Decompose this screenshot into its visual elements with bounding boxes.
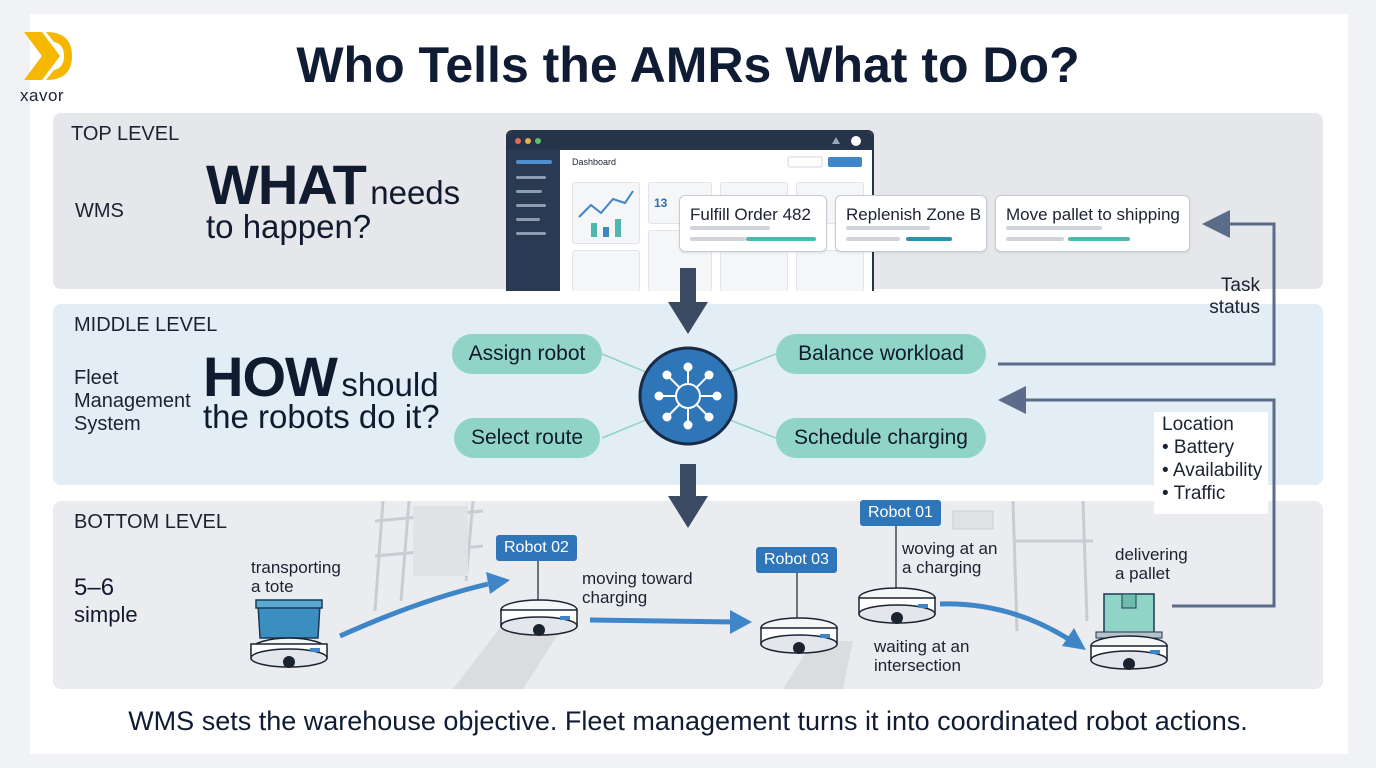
pallet-caption-line-1: delivering [1115, 545, 1188, 564]
task-status-label: Task status [1190, 275, 1260, 319]
select-route-pill: Select route [454, 418, 600, 458]
assign-robot-pill: Assign robot [452, 334, 602, 374]
robot-info-box [1154, 412, 1268, 514]
bottom-count-line-1: 5–6 [74, 574, 115, 601]
task-line [690, 226, 770, 230]
bottom-count: 5–6 simple [74, 574, 138, 628]
dashboard-chart-tile [572, 182, 640, 244]
how-rest-2: the robots do it? [203, 398, 440, 435]
task-card[interactable]: Replenish Zone B [835, 195, 987, 252]
task-progress [1068, 237, 1130, 241]
network-hub-icon [638, 346, 738, 446]
dashboard-tile [796, 250, 864, 291]
task-card[interactable]: Fulfill Order 482 [679, 195, 827, 252]
how-rest-1: should [341, 366, 439, 403]
brand-name: xavor [20, 86, 65, 105]
robot-03-caption: waiting at an intersection [874, 637, 969, 675]
robot-01-caption-line-2: a charging [902, 558, 982, 577]
tote-caption-line-2: a tote [251, 577, 294, 596]
robot-info-battery: • Battery [1162, 437, 1235, 458]
line-chart-icon [578, 190, 634, 237]
what-keyword: WHAT [206, 153, 367, 216]
what-rest-2: to happen? [206, 208, 372, 245]
path-arrow-icon [486, 572, 510, 594]
what-question: WHAT needs [206, 152, 460, 217]
dashboard-sidebar [508, 150, 560, 291]
tote-caption-line-1: transporting [251, 558, 341, 577]
pallet-caption-line-2: a pallet [1115, 564, 1170, 583]
arrow-left-icon [1202, 210, 1230, 238]
robot-03-caption-line-1: waiting at an [874, 637, 970, 656]
pallet-caption: delivering a pallet [1115, 545, 1188, 583]
task-label: Fulfill Order 482 [690, 205, 811, 224]
what-rest-1: needs [370, 174, 461, 211]
task-label: Move pallet to shipping [1006, 205, 1180, 224]
robot-with-tote-icon [250, 599, 328, 668]
task-line [1006, 226, 1102, 230]
what-question-line-2: to happen? [206, 208, 371, 246]
task-line [1006, 237, 1064, 241]
balance-workload-pill: Balance workload [776, 334, 986, 374]
robot-01-caption-line-1: woving at an [902, 539, 998, 558]
fms-label: Fleet Management System [74, 367, 191, 436]
task-line [690, 237, 746, 241]
robot-info-availability: • Availability [1162, 460, 1263, 481]
page-title: Who Tells the AMRs What to Do? [296, 37, 1080, 93]
robot-03-icon [760, 617, 838, 654]
path-arrow-icon [730, 610, 752, 634]
fms-line-3: System [74, 413, 141, 435]
task-label: Replenish Zone B [846, 205, 982, 224]
robot-02-caption: moving toward charging [582, 569, 693, 607]
task-status-line-2: status [1209, 297, 1260, 318]
robot-02-icon [500, 599, 578, 636]
dashboard-tile [572, 250, 640, 291]
robot-02-caption-line-2: charging [582, 588, 648, 607]
robot-with-pallet-icon [1090, 593, 1168, 670]
path-arrow-icon [1062, 628, 1086, 650]
dashboard-titlebar [508, 132, 872, 150]
robot-02-caption-line-1: moving toward [582, 569, 693, 588]
robot-info-traffic: • Traffic [1162, 483, 1226, 504]
robot-01-caption: woving at an a charging [902, 539, 997, 577]
arrow-left-icon [998, 386, 1026, 414]
task-progress [906, 237, 952, 241]
task-status-line-1: Task [1220, 275, 1260, 296]
wms-label: WMS [75, 200, 124, 222]
tote-caption: transporting a tote [251, 558, 341, 596]
how-question: HOW should [203, 344, 439, 409]
task-card[interactable]: Move pallet to shipping [995, 195, 1190, 252]
robot-03-tag[interactable]: Robot 03 [756, 547, 837, 573]
robot-01-icon [858, 587, 936, 624]
bottom-level-label: BOTTOM LEVEL [74, 511, 228, 533]
middle-level-label: MIDDLE LEVEL [74, 314, 218, 336]
down-arrow-icon [668, 268, 708, 334]
robot-info-location: Location [1162, 414, 1234, 435]
dashboard-stat: 13 [654, 196, 668, 210]
footer-summary: WMS sets the warehouse objective. Fleet … [128, 706, 1248, 736]
robot-03-caption-line-2: intersection [874, 656, 961, 675]
fms-line-1: Fleet [74, 367, 119, 389]
fms-line-2: Management [74, 390, 191, 412]
schedule-charging-pill: Schedule charging [776, 418, 986, 458]
bottom-count-line-2: simple [74, 602, 138, 627]
robot-02-tag[interactable]: Robot 02 [496, 535, 577, 561]
how-question-line-2: the robots do it? [203, 398, 440, 436]
robot-01-tag[interactable]: Robot 01 [860, 500, 941, 526]
dashboard-search [787, 156, 862, 168]
task-line [846, 226, 930, 230]
top-level-label: TOP LEVEL [71, 123, 180, 145]
xavor-logo-icon [24, 32, 72, 80]
how-keyword: HOW [203, 345, 338, 408]
task-line [846, 237, 900, 241]
task-progress [746, 237, 816, 241]
dashboard-title: Dashboard [572, 157, 617, 167]
down-arrow-icon [668, 464, 708, 528]
